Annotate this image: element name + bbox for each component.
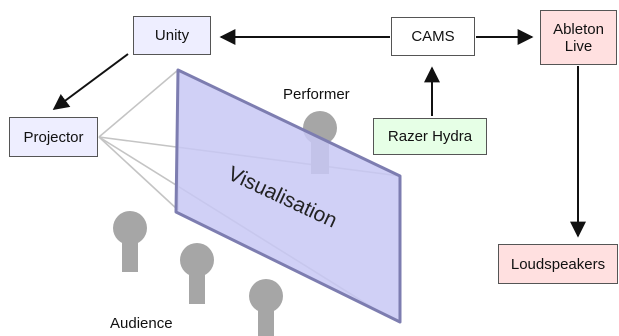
unity-node: Unity [133, 16, 211, 55]
razer-hydra-node: Razer Hydra [373, 118, 487, 155]
loudspeakers-node: Loudspeakers [498, 244, 618, 284]
performer-label: Performer [283, 86, 350, 103]
cams-node: CAMS [391, 17, 475, 56]
audience-label: Audience [110, 315, 173, 332]
arrow-unity-to-projector [52, 53, 129, 110]
ableton-live-node: Ableton Live [540, 10, 617, 65]
visualisation-screen [174, 68, 402, 324]
projector-node: Projector [9, 117, 98, 157]
audience-figure [113, 211, 147, 272]
audience-figure [180, 243, 214, 304]
audience-figure [249, 279, 283, 336]
connection-arrows [52, 29, 586, 238]
